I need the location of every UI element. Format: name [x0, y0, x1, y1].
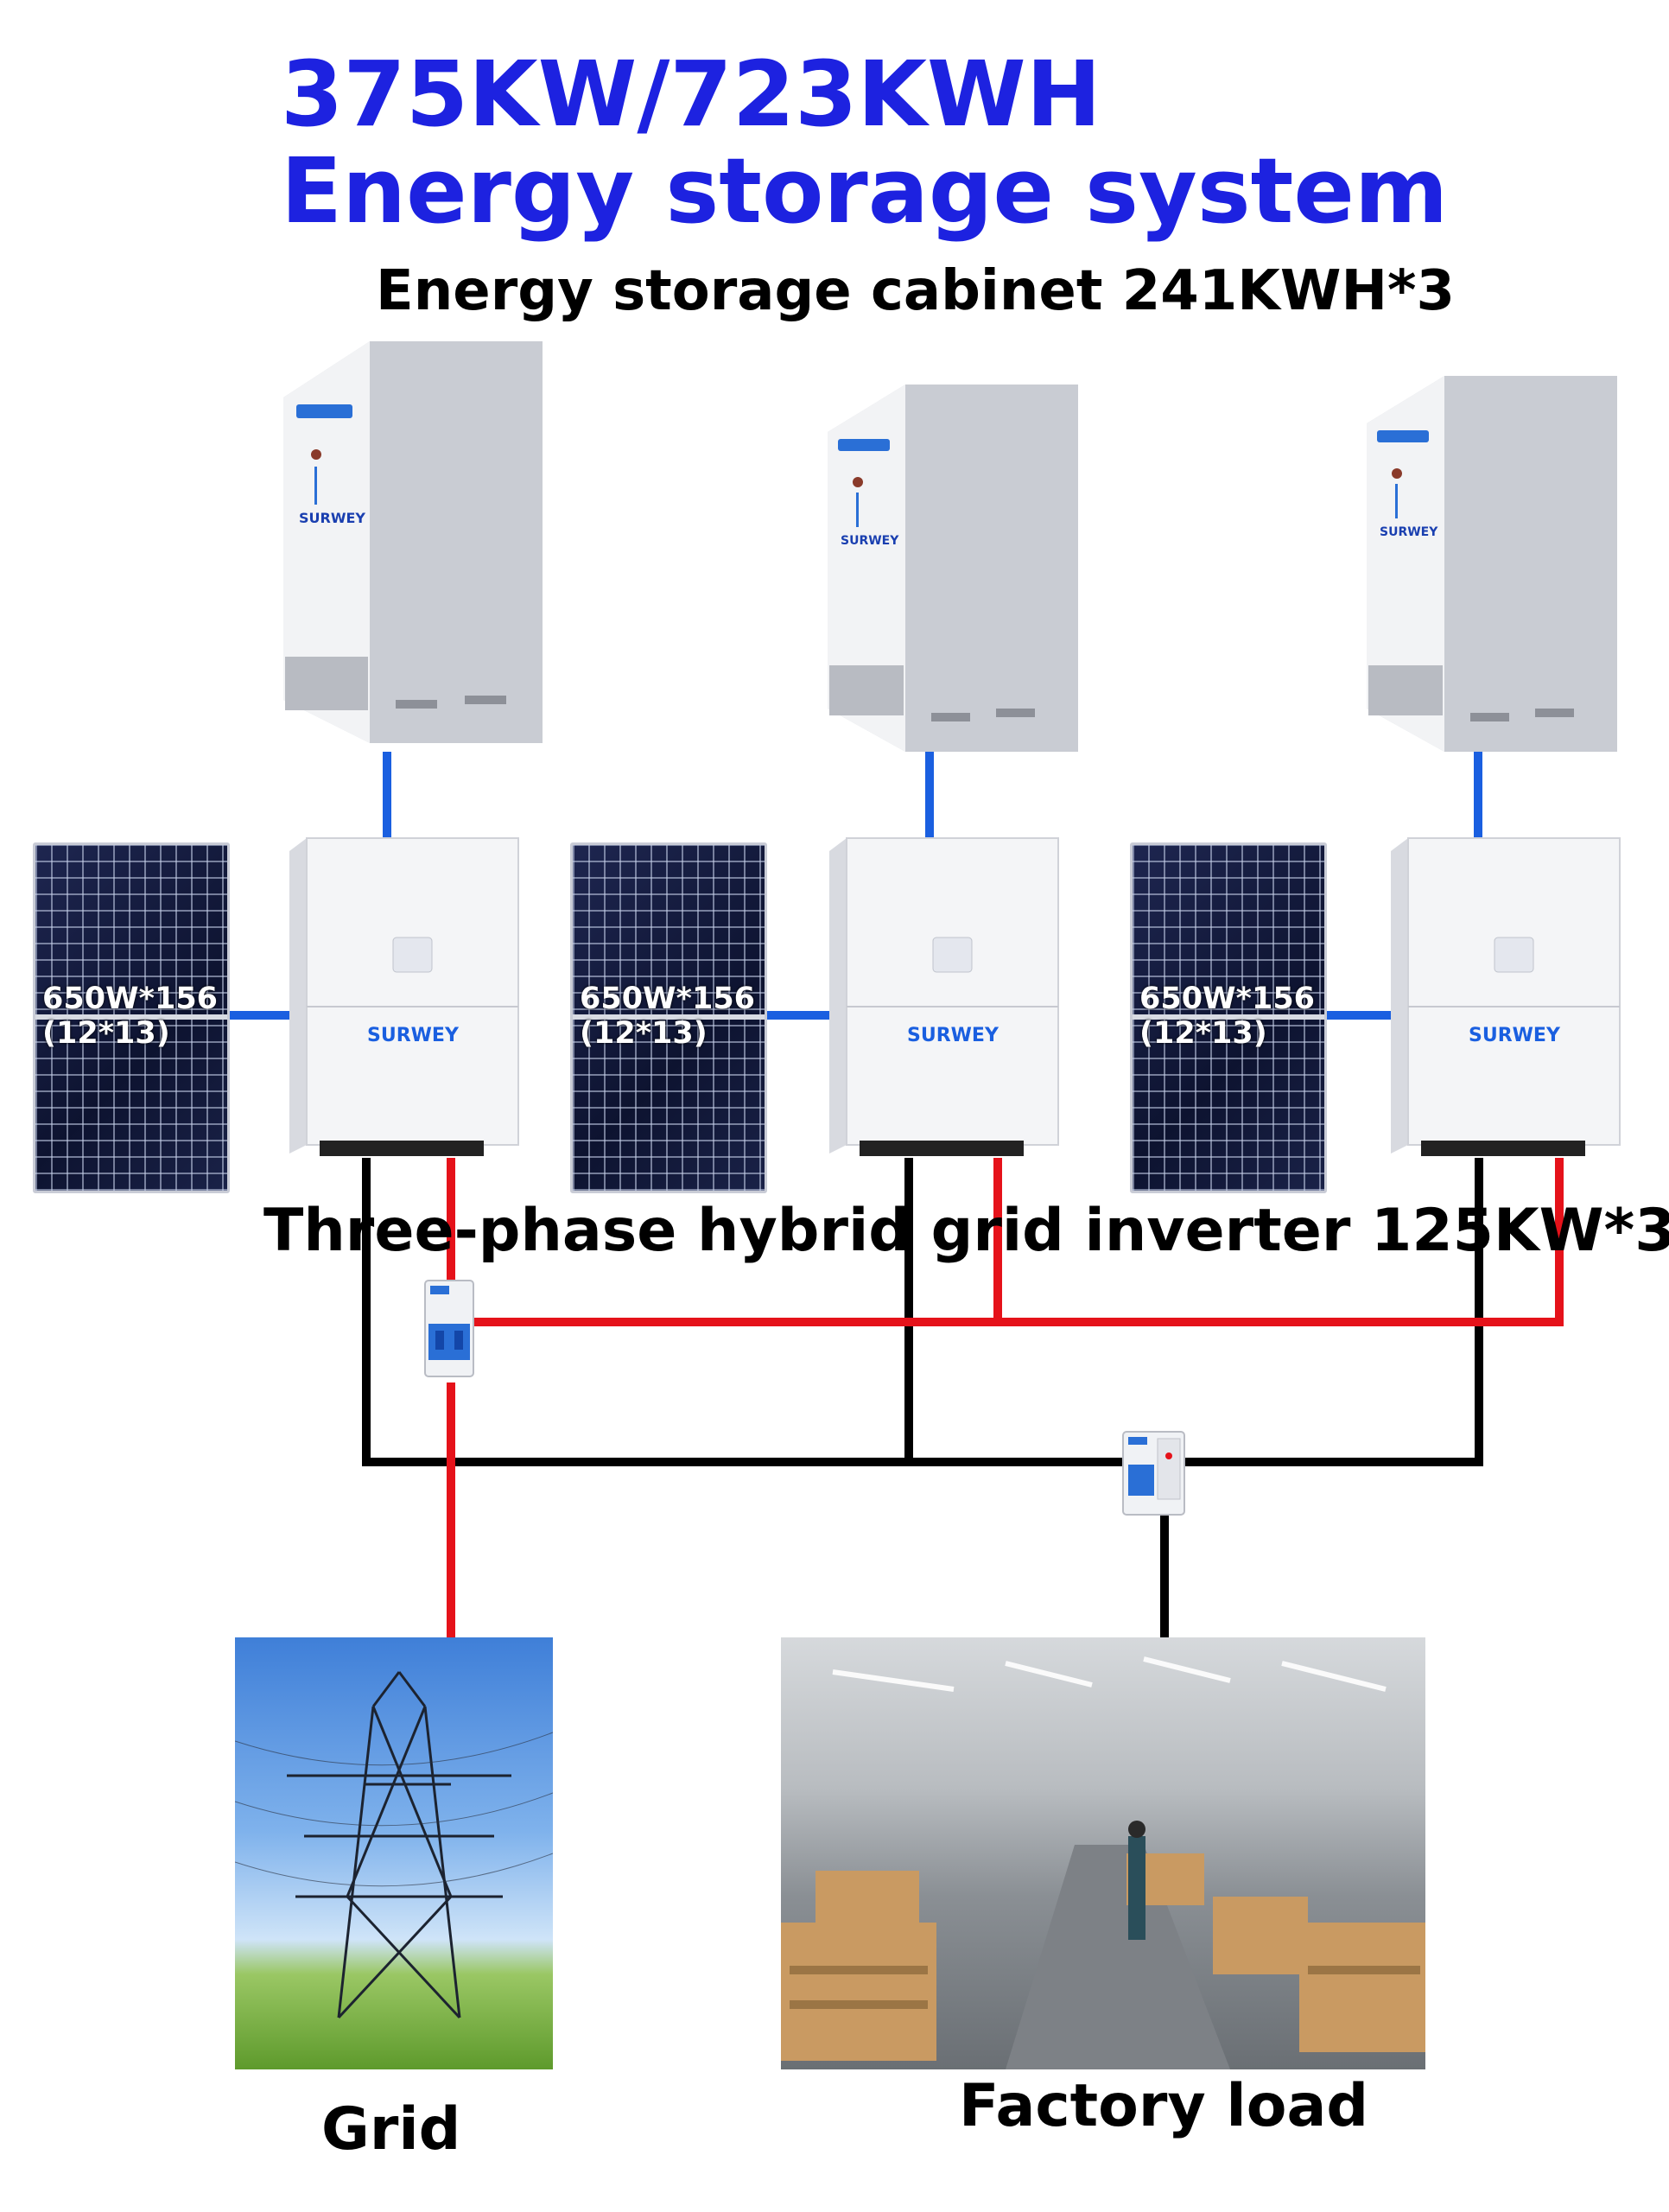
system-subtitle: Energy storage system: [281, 138, 1449, 244]
panel-spec-line1: 650W*156: [42, 982, 219, 1016]
inverter-icon: SURWEY: [289, 837, 519, 1156]
panel-spec-line1: 650W*156: [1139, 982, 1316, 1016]
panel-divider: [35, 1014, 227, 1020]
panel-divider: [573, 1014, 765, 1020]
inverter-icon: SURWEY: [829, 837, 1059, 1156]
cabinet-icon: SURWEY: [283, 341, 543, 743]
cabinet-icon: SURWEY: [828, 385, 1078, 752]
storage-cabinet-3: SURWEY: [1349, 372, 1634, 855]
svg-text:SURWEY: SURWEY: [907, 1025, 999, 1046]
hybrid-inverter-1: SURWEY: [285, 834, 523, 1162]
svg-text:SURWEY: SURWEY: [299, 510, 365, 526]
transmission-tower-icon: [235, 1671, 553, 2019]
svg-text:SURWEY: SURWEY: [1469, 1025, 1561, 1046]
factory-floor-icon: [781, 1656, 1425, 2069]
cabinet-caption: Energy storage cabinet 241KWH*3: [376, 259, 1456, 323]
hybrid-inverter-3: SURWEY: [1387, 834, 1624, 1162]
factory-load-label: Factory load: [959, 2072, 1369, 2140]
solar-array-2: 650W*156 (12*13): [570, 842, 767, 1193]
inverter-icon: SURWEY: [1391, 837, 1621, 1156]
breaker-icon: [424, 1280, 474, 1377]
svg-text:SURWEY: SURWEY: [1380, 525, 1438, 539]
grid-breaker: [423, 1279, 475, 1382]
svg-text:SURWEY: SURWEY: [841, 534, 899, 548]
system-title: 375KW/723KWH: [281, 41, 1101, 147]
factory-photo: [781, 1637, 1425, 2069]
svg-text:SURWEY: SURWEY: [367, 1025, 460, 1046]
grid-photo: [235, 1637, 553, 2069]
panel-divider: [1133, 1014, 1324, 1020]
panel-spec-line2: (12*13): [1139, 1016, 1267, 1051]
solar-array-1: 650W*156 (12*13): [33, 842, 230, 1193]
storage-cabinet-2: SURWEY: [810, 380, 1095, 864]
hybrid-inverter-2: SURWEY: [825, 834, 1063, 1162]
cabinet-icon: SURWEY: [1367, 376, 1617, 752]
load-bus: [362, 1158, 1483, 1466]
load-breaker: [1121, 1430, 1186, 1521]
panel-spec-line1: 650W*156: [580, 982, 756, 1016]
inverter-caption: Three-phase hybrid grid inverter 125KW*3: [263, 1197, 1669, 1265]
breaker-icon: [1122, 1431, 1185, 1516]
panel-spec-line2: (12*13): [42, 1016, 170, 1051]
solar-array-3: 650W*156 (12*13): [1130, 842, 1327, 1193]
storage-cabinet-1: SURWEY: [266, 337, 551, 821]
grid-bus-main: [472, 1158, 1564, 1326]
panel-spec-line2: (12*13): [580, 1016, 708, 1051]
grid-label: Grid: [321, 2095, 461, 2164]
